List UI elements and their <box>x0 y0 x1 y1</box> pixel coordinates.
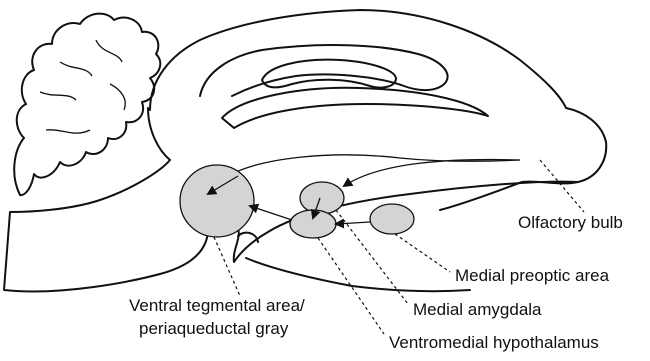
leader-olfactory-bulb <box>540 160 584 212</box>
brainstem-outline <box>4 108 578 291</box>
label-ventromedial-hypothalamus: Ventromedial hypothalamus <box>389 334 599 351</box>
arrow-mpoa-to-vmh <box>336 222 370 224</box>
arrow-olfactory-to-amygdala <box>344 160 520 186</box>
region-medial-preoptic-area <box>370 204 414 234</box>
leader-medial-preoptic-area <box>395 234 450 272</box>
label-olfactory-bulb: Olfactory bulb <box>518 214 623 231</box>
label-vta-line1: Ventral tegmental area/ <box>129 297 305 314</box>
label-vta-line2: periaqueductal gray <box>139 320 288 337</box>
cerebellum-outline <box>14 14 160 195</box>
arrow-vmh-to-vta <box>250 206 292 220</box>
region-medial-amygdala <box>300 182 344 214</box>
ventricle-outline <box>222 88 488 128</box>
cerebellum-folia <box>40 40 125 133</box>
region-ventromedial-hypothalamus <box>290 210 336 238</box>
label-medial-preoptic-area: Medial preoptic area <box>455 267 609 284</box>
region-vta-pag <box>180 165 254 237</box>
label-medial-amygdala: Medial amygdala <box>413 301 542 318</box>
